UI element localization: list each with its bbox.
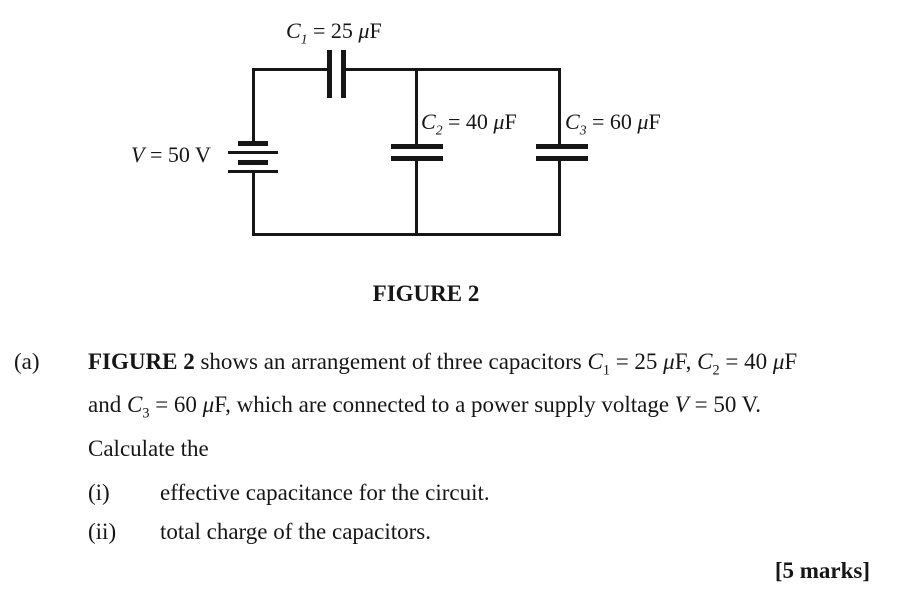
wire-left-upper [252,68,255,143]
line2-c3-symbol: C [126,392,143,417]
voltage-value: = 50 V [144,142,211,167]
battery-plate-short-1 [238,141,268,146]
battery-plate-long-2 [228,170,278,173]
c2-mu: μ [493,109,505,134]
battery-plate-long-1 [228,151,278,154]
c1-symbol: C [286,18,301,43]
line2-voltage-value: = 50 V. [688,392,762,417]
battery-plate-short-2 [238,160,268,165]
line1-mu-2: μ [772,349,785,374]
line1-c1-value: = 25 [609,349,664,374]
figure-reference-bold: FIGURE 2 [88,349,195,374]
marks-label: [5 marks] [774,558,870,583]
line2-mu: μ [202,392,215,417]
item-i-number: (i) [88,480,110,505]
line1-mu-1: μ [663,349,675,374]
c2-symbol: C [421,109,436,134]
wire-top-left [252,68,329,71]
line2-voltage-symbol: V [674,392,689,417]
capacitor-c2-plate-top [391,144,443,149]
line1-c1-symbol: C [587,349,603,374]
line2-text-2: , which are connected to a power supply … [225,392,675,417]
c1-value: = 25 [307,18,359,43]
c2-value: = 40 [442,109,494,134]
wire-bottom [252,233,561,236]
c3-subscript: 3 [579,122,587,138]
capacitor-c1-plate-right [341,50,346,98]
line2-farad: F [214,392,226,417]
line1-text: shows an arrangement of three capacitors [194,349,588,374]
problem-line-1: FIGURE 2 shows an arrangement of three c… [88,349,797,380]
voltage-symbol: V [131,142,145,167]
line2-text-1: and [88,392,127,417]
item-ii-text: total charge of the capacitors. [160,519,431,544]
wire-right-lower [558,161,561,236]
c3-value: = 60 [586,109,638,134]
line1-c2-subscript: 2 [712,362,720,379]
c1-subscript: 1 [300,31,308,47]
item-ii-number: (ii) [88,519,117,544]
line2-c3-subscript: 3 [142,405,150,422]
c3-unit: F [648,109,661,134]
line2-c3-value: = 60 [149,392,203,417]
wire-top-right [345,68,561,71]
problem-line-2: and C3 = 60 μF, which are connected to a… [88,392,761,423]
part-label: (a) [14,349,40,374]
wire-middle-upper [415,68,418,144]
wire-middle-lower [415,161,418,236]
voltage-label: V = 50 V [131,142,211,168]
line1-c1-subscript: 1 [602,362,610,379]
capacitor-c1-plate-left [327,50,332,98]
c1-unit: F [369,18,382,43]
c1-mu: μ [358,18,370,43]
line1-farad-2: F [784,349,798,374]
c3-mu: μ [637,109,649,134]
capacitor-c3-plate-top [536,144,588,149]
c3-value-label: C3 = 60 μF [565,109,661,138]
capacitor-c2-plate-bottom [391,156,443,161]
c2-value-label: C2 = 40 μF [421,109,517,138]
c3-symbol: C [565,109,580,134]
wire-left-lower [252,173,255,236]
c2-unit: F [504,109,517,134]
figure-caption: FIGURE 2 [372,281,480,306]
wire-right-upper [558,68,561,144]
line1-c2-value: = 40 [719,349,773,374]
capacitor-c3-plate-bottom [536,156,588,161]
line1-c2-symbol: C [697,349,713,374]
c1-value-label: C1 = 25 μF [286,18,382,47]
problem-line-3: Calculate the [88,436,209,461]
problem-item-i: (i) effective capacitance for the circuit… [88,480,490,506]
c2-subscript: 2 [435,122,443,138]
line1-farad-1: F [674,349,686,374]
item-i-text: effective capacitance for the circuit. [160,480,490,505]
line1-separator: , [685,349,698,374]
problem-item-ii: (ii) total charge of the capacitors. [88,519,431,545]
